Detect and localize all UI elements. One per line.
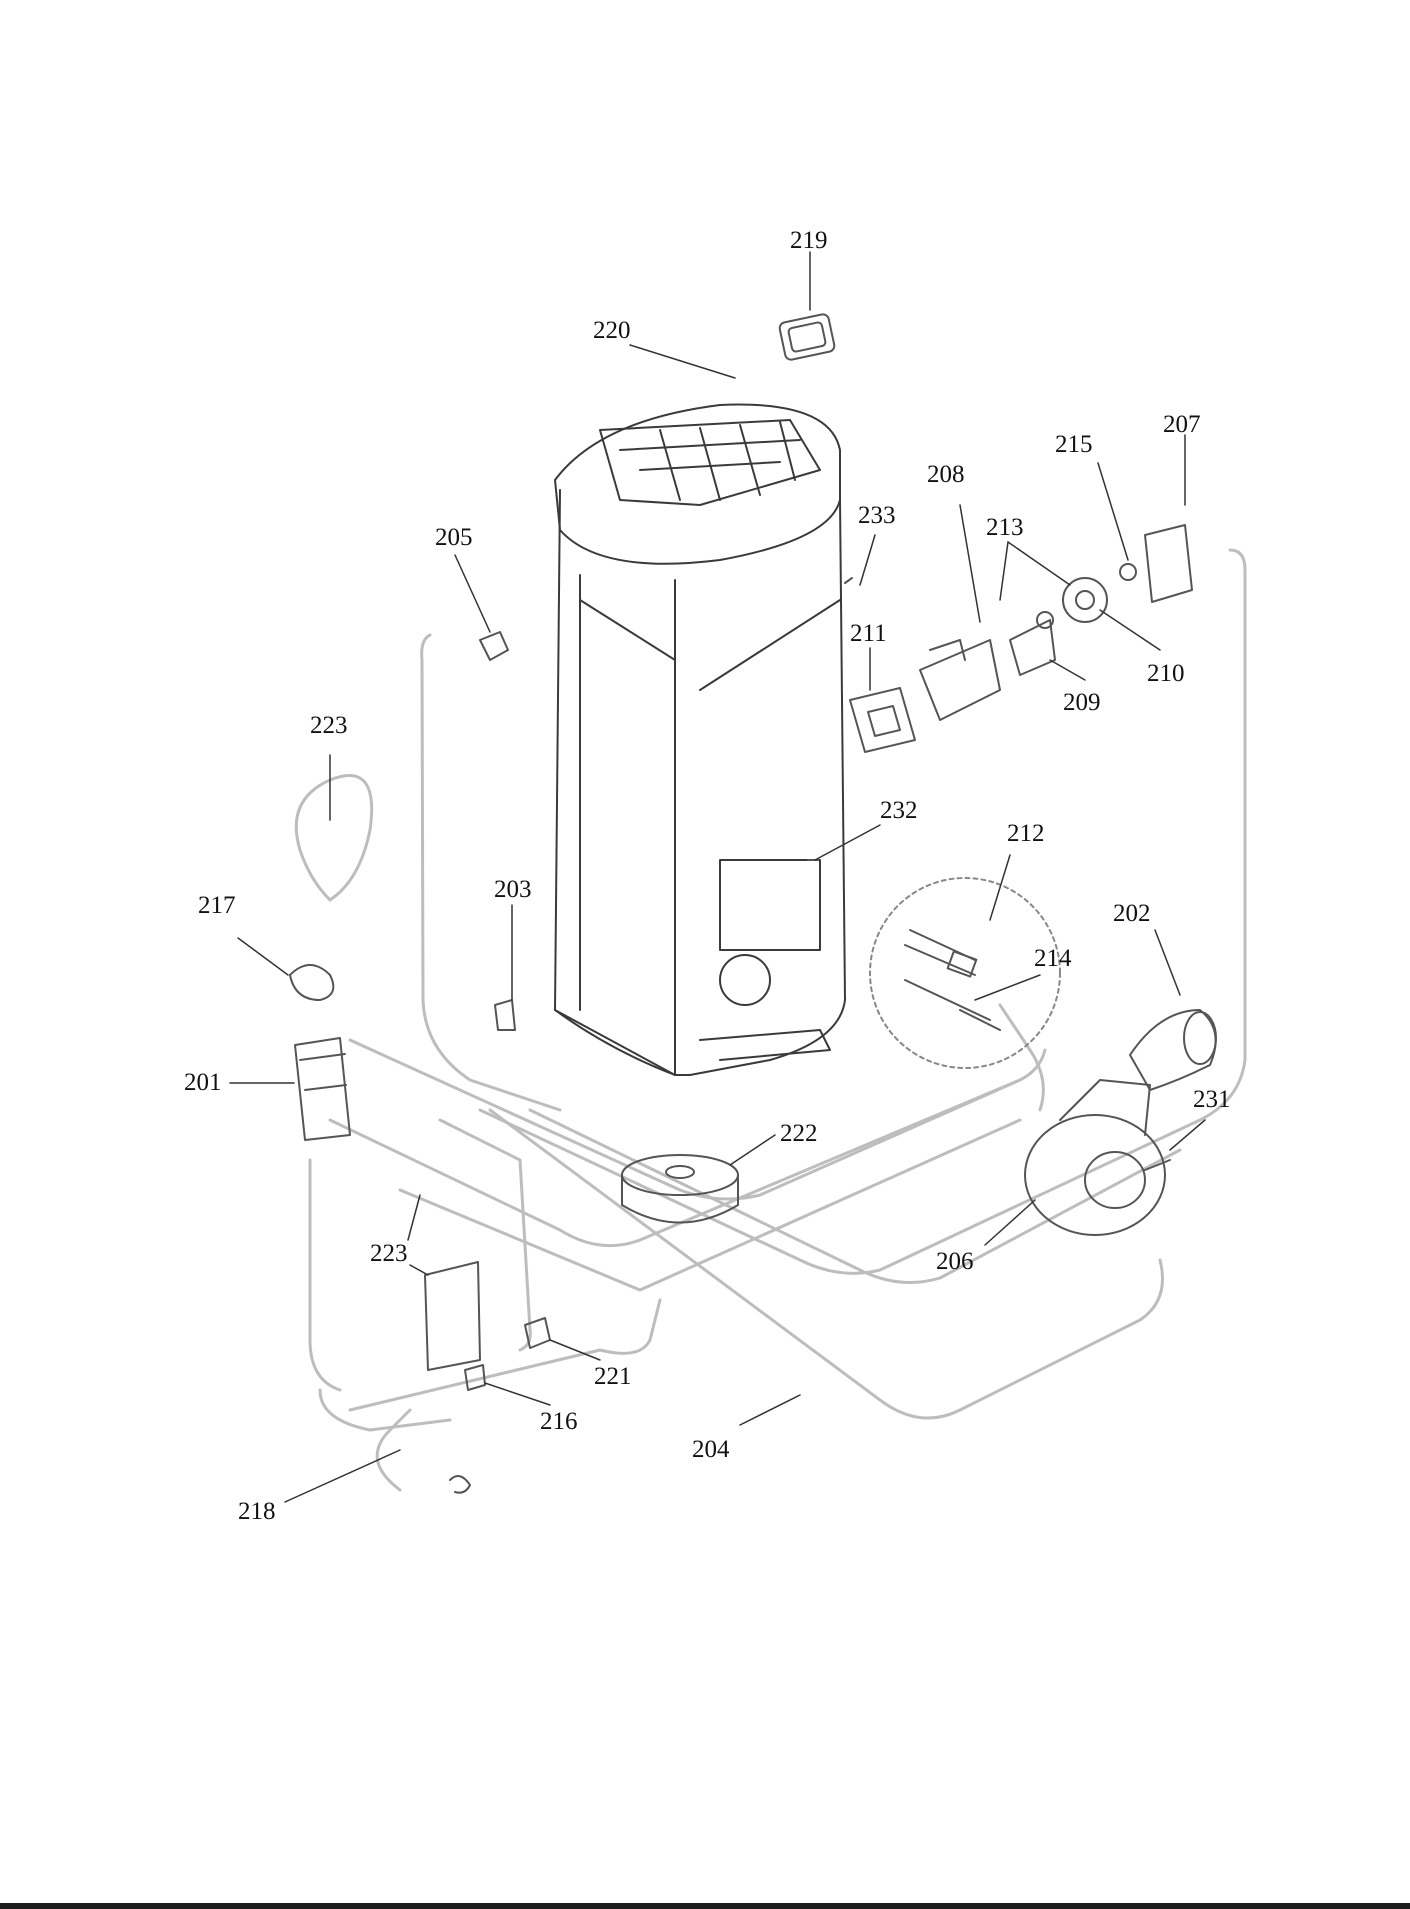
callout-218: 218: [238, 1498, 276, 1525]
callout-233: 233: [858, 502, 896, 529]
callout-222: 222: [780, 1120, 818, 1147]
callout-216: 216: [540, 1408, 578, 1435]
callout-201: 201: [184, 1069, 222, 1096]
bottom-border-bar: [0, 1903, 1410, 1909]
callout-210: 210: [1147, 660, 1185, 687]
callout-223-lower: 223: [370, 1240, 408, 1267]
callout-208: 208: [927, 461, 965, 488]
callout-211: 211: [850, 620, 887, 647]
cabinet-body: [554, 403, 846, 1076]
callout-209: 209: [1063, 689, 1101, 716]
callout-212: 212: [1007, 820, 1045, 847]
callout-204: 204: [692, 1436, 730, 1463]
callout-206: 206: [936, 1248, 974, 1275]
callout-217: 217: [198, 892, 236, 919]
parts: [289, 313, 1217, 1494]
callout-223-upper: 223: [310, 712, 348, 739]
callout-214: 214: [1034, 945, 1072, 972]
callout-207: 207: [1163, 411, 1201, 438]
leader-lines: [229, 251, 1206, 1503]
callout-202: 202: [1113, 900, 1151, 927]
callout-219: 219: [790, 227, 828, 254]
callout-220: 220: [593, 317, 631, 344]
callout-231: 231: [1193, 1086, 1231, 1113]
callout-232: 232: [880, 797, 918, 824]
callout-221: 221: [594, 1363, 632, 1390]
wiring-harness: [294, 548, 1247, 1492]
callout-205: 205: [435, 524, 473, 551]
callout-213: 213: [986, 514, 1024, 541]
callout-215: 215: [1055, 431, 1093, 458]
callout-203: 203: [494, 876, 532, 903]
